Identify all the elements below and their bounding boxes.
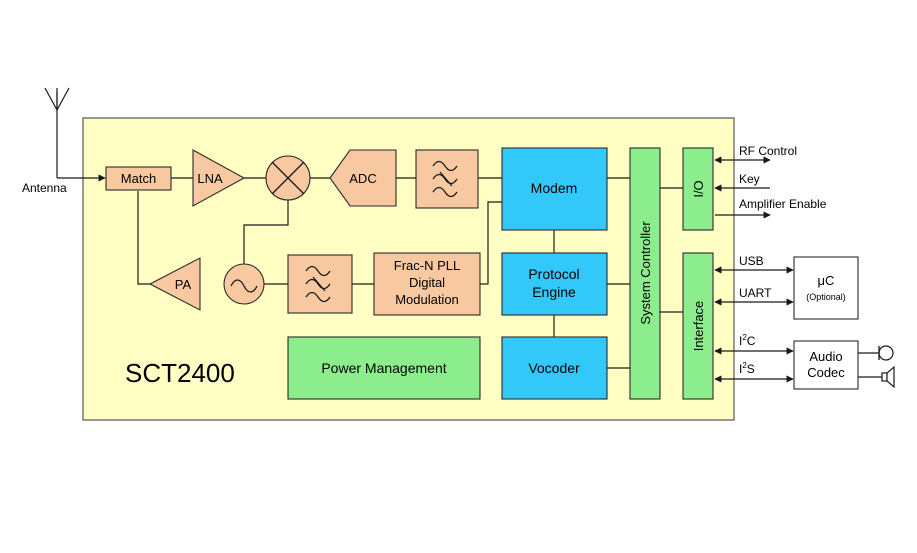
protocol-engine-label-line1: Protocol xyxy=(528,266,579,282)
usb-label: USB xyxy=(739,254,764,268)
modem-block xyxy=(501,147,608,231)
pa-amplifier xyxy=(148,257,201,311)
vocoder-label: Vocoder xyxy=(528,360,580,376)
i2c-label: I2C xyxy=(739,333,756,348)
amplifier-enable-label: Amplifier Enable xyxy=(739,197,827,211)
mixer-icon xyxy=(265,155,311,201)
lna-label: LNA xyxy=(197,171,223,186)
pll-block xyxy=(373,252,481,316)
lna-amplifier xyxy=(192,149,246,207)
modem-label: Modem xyxy=(531,180,578,196)
key-label: Key xyxy=(739,172,760,186)
i2s-label: I2S xyxy=(739,361,755,376)
adc-label: ADC xyxy=(349,171,376,186)
rx-filter-block xyxy=(415,149,479,209)
microphone-icon xyxy=(878,345,894,361)
filter-icon xyxy=(305,265,331,303)
pll-label-line1: Frac-N PLL xyxy=(394,258,460,273)
uart-label: UART xyxy=(739,286,772,300)
power-management-block xyxy=(287,336,481,400)
protocol-engine-block xyxy=(501,252,608,316)
pa-label: PA xyxy=(175,277,192,292)
antenna-icon xyxy=(44,87,70,178)
tx-filter-block xyxy=(287,254,353,314)
pll-label-line2: Digital xyxy=(409,275,445,290)
system-controller-block xyxy=(629,147,661,400)
protocol-engine-label-line2: Engine xyxy=(532,284,576,300)
system-controller-label: System Controller xyxy=(638,221,653,325)
audio-codec-block xyxy=(793,340,859,390)
audio-codec-label-line2: Codec xyxy=(807,365,845,380)
interface-block xyxy=(682,252,714,400)
antenna-label: Antenna xyxy=(22,181,67,195)
microcontroller-label: μC xyxy=(818,273,835,288)
chip-name: SCT2400 xyxy=(125,358,235,388)
match-label: Match xyxy=(121,171,156,186)
pll-label-line3: Modulation xyxy=(395,292,459,307)
match-block xyxy=(105,166,172,191)
rf-control-label: RF Control xyxy=(739,144,797,158)
filter-icon xyxy=(432,160,458,198)
io-block xyxy=(682,147,714,231)
microcontroller-block xyxy=(793,256,859,320)
adc-block xyxy=(329,149,397,207)
oscillator-icon xyxy=(223,263,265,305)
speaker-icon xyxy=(881,365,895,389)
audio-codec-label-line1: Audio xyxy=(809,349,842,364)
interface-label: Interface xyxy=(691,301,706,352)
microcontroller-note: (Optional) xyxy=(806,292,846,302)
io-label: I/O xyxy=(691,180,706,197)
power-management-label: Power Management xyxy=(321,360,446,376)
vocoder-block xyxy=(501,336,608,400)
